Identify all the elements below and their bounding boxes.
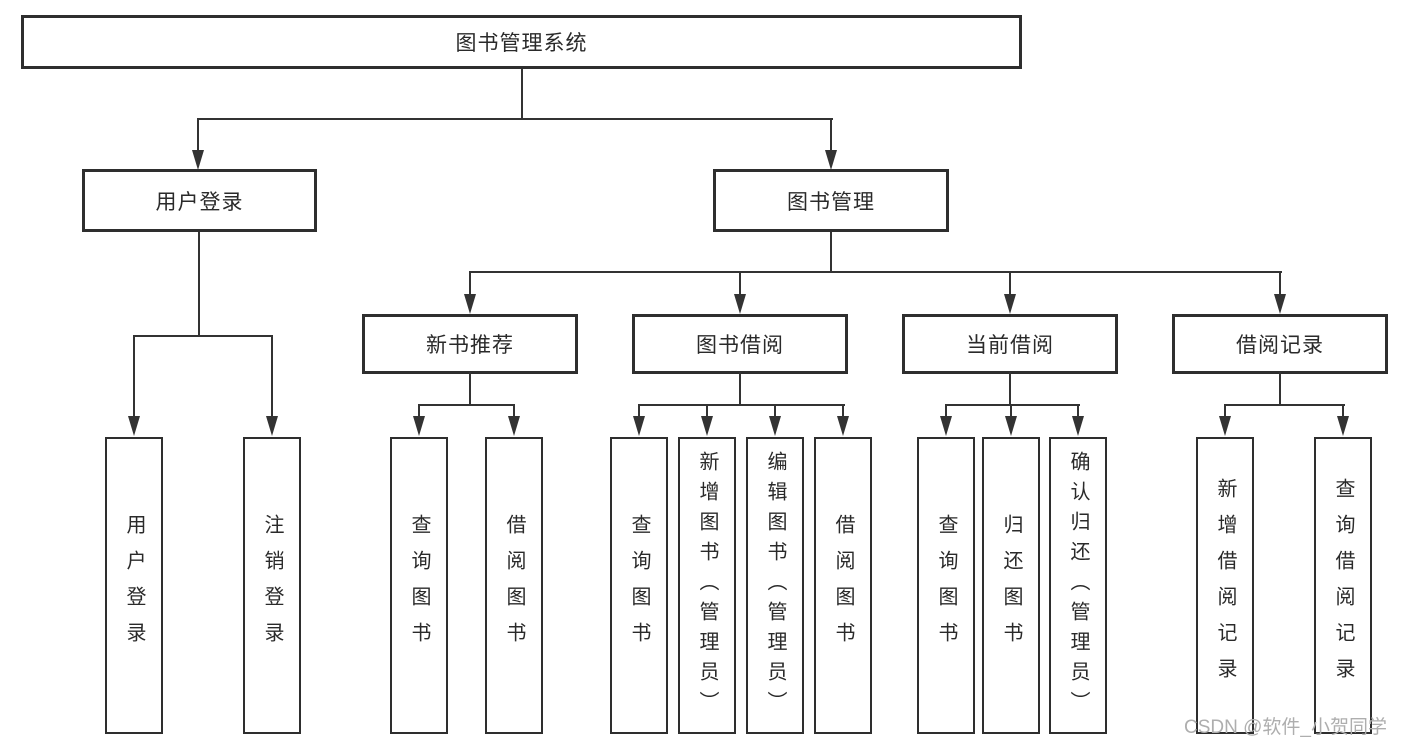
connector-line bbox=[1279, 271, 1281, 297]
node-query-books-current: 查询图书 bbox=[917, 437, 975, 734]
node-add-book-admin: 新增图书（管理员） bbox=[678, 437, 736, 734]
connector-line bbox=[1009, 372, 1011, 406]
node-borrow-books-recommend: 借阅图书 bbox=[485, 437, 543, 734]
connector-line bbox=[197, 118, 833, 120]
node-label: 图书借阅 bbox=[696, 334, 784, 357]
node-book-borrowing: 图书借阅 bbox=[632, 314, 848, 374]
arrow-down-icon bbox=[192, 150, 204, 170]
connector-line bbox=[418, 404, 515, 406]
node-label: 查询图书 bbox=[935, 513, 957, 658]
node-label: 编辑图书（管理员） bbox=[764, 450, 786, 721]
connector-line bbox=[830, 118, 832, 154]
arrow-down-icon bbox=[633, 416, 645, 436]
connector-line bbox=[739, 372, 741, 406]
connector-line bbox=[638, 404, 845, 406]
connector-line bbox=[469, 372, 471, 406]
arrow-down-icon bbox=[1219, 416, 1231, 436]
node-confirm-return-admin: 确认归还（管理员） bbox=[1049, 437, 1107, 734]
connector-line bbox=[271, 335, 273, 418]
connector-line bbox=[1342, 404, 1344, 418]
connector-line bbox=[830, 232, 832, 273]
connector-line bbox=[133, 335, 273, 337]
csdn-watermark: CSDN @软件_小贺同学 bbox=[1184, 717, 1387, 738]
arrow-down-icon bbox=[128, 416, 140, 436]
node-label: 用户登录 bbox=[155, 190, 244, 214]
node-label: 新增图书（管理员） bbox=[696, 450, 718, 721]
connector-line bbox=[469, 271, 1282, 273]
arrow-down-icon bbox=[825, 150, 837, 170]
connector-line bbox=[945, 404, 947, 418]
arrow-down-icon bbox=[1337, 416, 1349, 436]
node-label: 当前借阅 bbox=[966, 334, 1054, 357]
connector-line bbox=[638, 404, 640, 418]
arrow-down-icon bbox=[701, 416, 713, 436]
node-new-book-recommendation: 新书推荐 bbox=[362, 314, 578, 374]
node-current-borrowing: 当前借阅 bbox=[902, 314, 1118, 374]
connector-line bbox=[706, 404, 708, 418]
arrow-down-icon bbox=[266, 416, 278, 436]
node-label: 查询图书 bbox=[408, 513, 430, 658]
node-label: 确认归还（管理员） bbox=[1067, 450, 1089, 721]
arrow-down-icon bbox=[837, 416, 849, 436]
node-label: 借阅图书 bbox=[503, 513, 525, 658]
arrow-down-icon bbox=[940, 416, 952, 436]
node-label: 新书推荐 bbox=[426, 334, 514, 357]
connector-line bbox=[945, 404, 1080, 406]
arrow-down-icon bbox=[1274, 294, 1286, 314]
node-borrowing-records: 借阅记录 bbox=[1172, 314, 1388, 374]
connector-line bbox=[197, 118, 199, 154]
arrow-down-icon bbox=[1072, 416, 1084, 436]
connector-line bbox=[198, 232, 200, 337]
arrow-down-icon bbox=[464, 294, 476, 314]
node-user-login: 用户登录 bbox=[82, 169, 317, 232]
connector-line bbox=[418, 404, 420, 418]
arrow-down-icon bbox=[508, 416, 520, 436]
connector-line bbox=[1077, 404, 1079, 418]
node-query-books-recommend: 查询图书 bbox=[390, 437, 448, 734]
node-library-management-system: 图书管理系统 bbox=[21, 15, 1022, 69]
connector-line bbox=[1224, 404, 1226, 418]
connector-line bbox=[842, 404, 844, 418]
node-add-borrow-record: 新增借阅记录 bbox=[1196, 437, 1254, 734]
node-label: 查询借阅记录 bbox=[1332, 477, 1354, 694]
arrow-down-icon bbox=[769, 416, 781, 436]
arrow-down-icon bbox=[734, 294, 746, 314]
connector-line bbox=[521, 69, 523, 118]
node-label: 查询图书 bbox=[628, 513, 650, 658]
connector-line bbox=[774, 404, 776, 418]
node-label: 借阅记录 bbox=[1236, 334, 1324, 357]
connector-line bbox=[513, 404, 515, 418]
node-return-books: 归还图书 bbox=[982, 437, 1040, 734]
connector-line bbox=[739, 271, 741, 297]
node-label: 借阅图书 bbox=[832, 513, 854, 658]
node-query-borrow-record: 查询借阅记录 bbox=[1314, 437, 1372, 734]
connector-line bbox=[1010, 404, 1012, 418]
connector-line bbox=[1279, 372, 1281, 406]
node-label: 归还图书 bbox=[1000, 513, 1022, 658]
node-query-books-borrowing: 查询图书 bbox=[610, 437, 668, 734]
arrow-down-icon bbox=[413, 416, 425, 436]
node-user-login-leaf: 用户登录 bbox=[105, 437, 163, 734]
connector-line bbox=[133, 335, 135, 418]
node-logout: 注销登录 bbox=[243, 437, 301, 734]
node-label: 用户登录 bbox=[123, 513, 145, 658]
node-label: 图书管理 bbox=[787, 190, 875, 214]
connector-line bbox=[1009, 271, 1011, 297]
arrow-down-icon bbox=[1005, 416, 1017, 436]
node-book-management: 图书管理 bbox=[713, 169, 949, 232]
node-borrow-books-leaf: 借阅图书 bbox=[814, 437, 872, 734]
node-label: 注销登录 bbox=[261, 513, 283, 658]
node-edit-book-admin: 编辑图书（管理员） bbox=[746, 437, 804, 734]
node-label: 图书管理系统 bbox=[455, 32, 588, 55]
connector-line bbox=[469, 271, 471, 297]
node-label: 新增借阅记录 bbox=[1214, 477, 1236, 694]
connector-line bbox=[1224, 404, 1345, 406]
arrow-down-icon bbox=[1004, 294, 1016, 314]
